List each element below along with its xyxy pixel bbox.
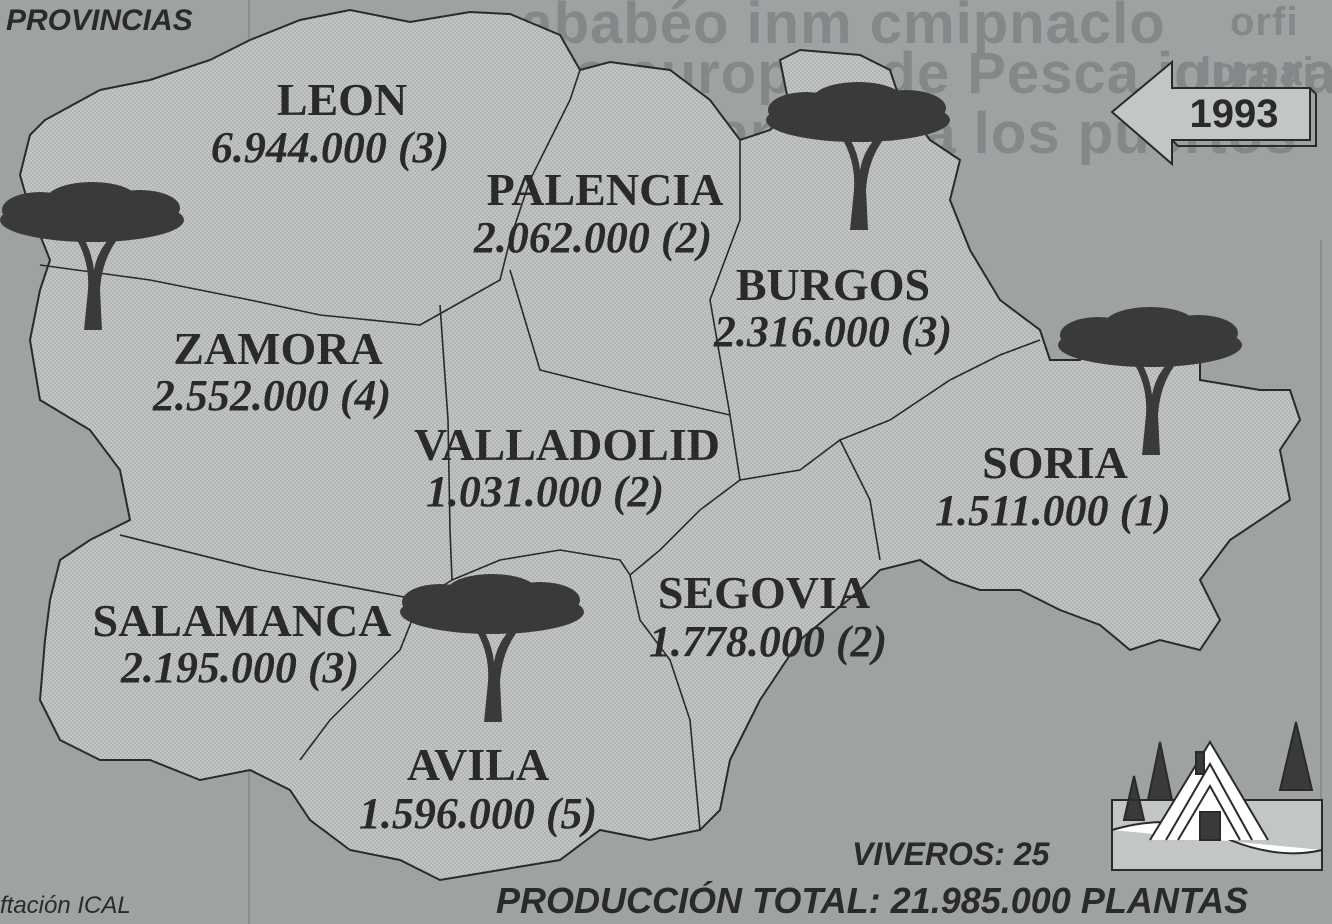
province-value-zamora: 2.552.000 (4) (152, 371, 391, 420)
province-name-soria: SORIA (982, 437, 1128, 488)
photo-credit: ftación ICAL (0, 892, 131, 919)
province-value-valladolid: 1.031.000 (2) (426, 467, 664, 516)
total-production: PRODUCCIÓN TOTAL: 21.985.000 PLANTAS (496, 880, 1249, 921)
background-print: lorpai (1200, 50, 1315, 94)
province-value-avila: 1.596.000 (5) (359, 789, 597, 838)
province-name-leon: LEON (277, 74, 407, 125)
background-print: a ababéo inm cmipnaclo (470, 0, 1166, 56)
province-value-soria: 1.511.000 (1) (935, 486, 1171, 535)
province-name-segovia: SEGOVIA (658, 567, 870, 618)
province-value-segovia: 1.778.000 (2) (649, 617, 887, 666)
province-value-leon: 6.944.000 (3) (211, 123, 449, 172)
year-arrow-badge: 1993 (1110, 59, 1317, 167)
province-name-zamora: ZAMORA (173, 323, 383, 374)
province-value-salamanca: 2.195.000 (3) (120, 643, 359, 692)
province-name-avila: AVILA (407, 739, 549, 790)
background-print: orfi (1230, 0, 1299, 44)
year-label: 1993 (1190, 92, 1279, 136)
region-outline (18, 8, 1302, 882)
map-title: PROVINCIAS (6, 4, 193, 37)
province-name-valladolid: VALLADOLID (414, 419, 720, 470)
province-name-salamanca: SALAMANCA (93, 595, 392, 646)
province-name-palencia: PALENCIA (487, 164, 724, 215)
column-divider (1320, 240, 1322, 860)
province-value-burgos: 2.316.000 (3) (713, 307, 952, 356)
province-name-burgos: BURGOS (736, 259, 930, 310)
nurseries-count: VIVEROS: 25 (852, 836, 1050, 872)
province-value-palencia: 2.062.000 (2) (473, 213, 712, 262)
nursery-house-icon (1111, 721, 1323, 871)
